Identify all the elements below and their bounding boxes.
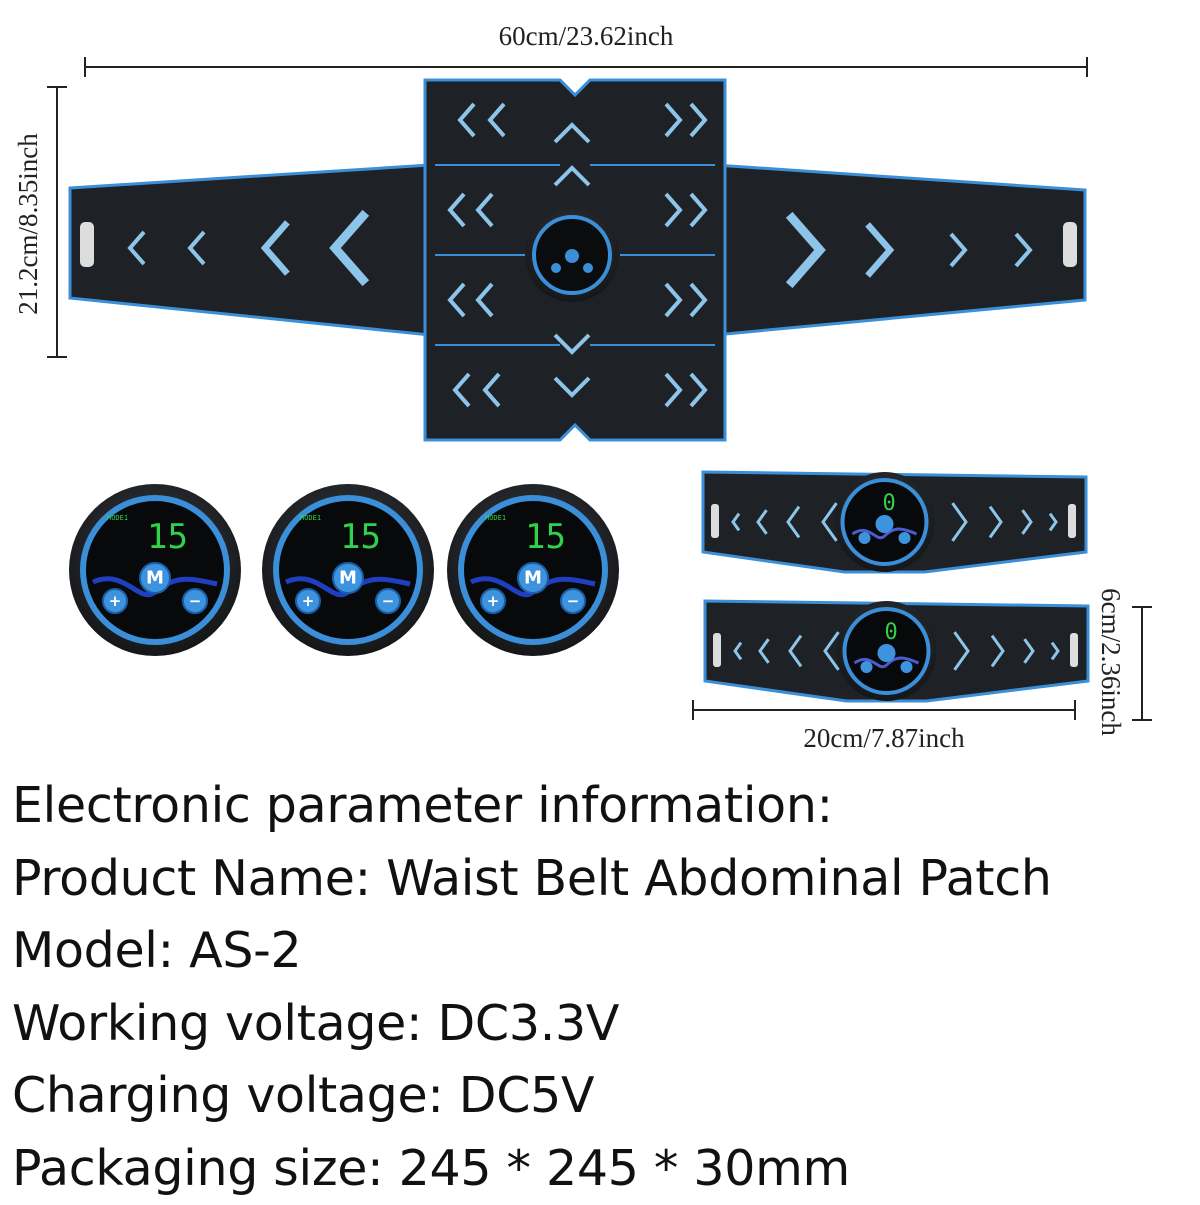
spec-working-voltage: Working voltage: DC3.3V [12, 988, 1200, 1061]
mode-button[interactable]: M [518, 563, 548, 593]
svg-text:−: − [189, 592, 202, 610]
intensity-display: 15 [340, 517, 381, 557]
spec-packaging-size: Packaging size: 245 * 245 * 30mm [12, 1133, 1200, 1205]
belt-width-label: 60cm/23.62inch [499, 21, 674, 51]
arm-height-dimension: 6cm/2.36inch [1096, 588, 1152, 736]
arm-width-label: 20cm/7.87inch [803, 723, 965, 753]
svg-text:+: + [302, 592, 315, 610]
minus-button[interactable] [901, 661, 913, 673]
belt-width-dimension: 60cm/23.62inch [85, 21, 1087, 77]
arm-width-dimension: 20cm/7.87inch [693, 700, 1075, 753]
minus-button[interactable]: − [376, 589, 400, 613]
svg-text:+: + [109, 592, 122, 610]
svg-text:−: − [382, 592, 395, 610]
arm-height-label: 6cm/2.36inch [1096, 588, 1126, 736]
intensity-display: 15 [525, 517, 566, 557]
svg-text:M: M [524, 568, 542, 589]
mode-label: MODE1 [485, 514, 506, 522]
plus-button[interactable]: + [103, 589, 127, 613]
spec-charging-voltage: Charging voltage: DC5V [12, 1060, 1200, 1133]
plus-button[interactable]: + [296, 589, 320, 613]
intensity-display: 15 [147, 517, 188, 557]
controller: MODE1 15M + − [262, 484, 434, 656]
specs-heading: Electronic parameter information: [12, 770, 1200, 843]
arm-display: 0 [883, 491, 896, 516]
mode-label: MODE1 [300, 514, 321, 522]
plus-button[interactable]: + [481, 589, 505, 613]
plus-button[interactable] [861, 661, 873, 673]
svg-text:M: M [146, 568, 164, 589]
arm-belt: 0 [705, 601, 1088, 701]
controllers: MODE1 15M + − MODE1 15M + − MODE1 15M + − [69, 484, 619, 656]
mode-button[interactable] [878, 644, 896, 662]
mode-button[interactable]: M [333, 563, 363, 593]
product-illustration: 60cm/23.62inch 21.2cm/8.35inch [0, 0, 1200, 770]
minus-button[interactable]: − [183, 589, 207, 613]
spec-product-name: Product Name: Waist Belt Abdominal Patch [12, 843, 1200, 916]
mode-button[interactable]: M [140, 563, 170, 593]
controller: MODE1 15M + − [69, 484, 241, 656]
specifications: Electronic parameter information: Produc… [12, 770, 1200, 1205]
svg-text:−: − [567, 592, 580, 610]
arm-display: 0 [885, 620, 898, 645]
mode-button[interactable] [876, 515, 894, 533]
waist-belt [70, 80, 1085, 440]
belt-height-dimension: 21.2cm/8.35inch [13, 87, 67, 357]
belt-height-label: 21.2cm/8.35inch [13, 133, 43, 315]
spec-model: Model: AS-2 [12, 915, 1200, 988]
svg-text:+: + [487, 592, 500, 610]
mode-label: MODE1 [107, 514, 128, 522]
plus-button[interactable] [859, 532, 871, 544]
arm-belt: 0 [703, 472, 1086, 572]
minus-button[interactable]: − [561, 589, 585, 613]
controller: MODE1 15M + − [447, 484, 619, 656]
minus-button[interactable] [899, 532, 911, 544]
svg-text:M: M [339, 568, 357, 589]
arm-belts: 00 [703, 472, 1088, 701]
